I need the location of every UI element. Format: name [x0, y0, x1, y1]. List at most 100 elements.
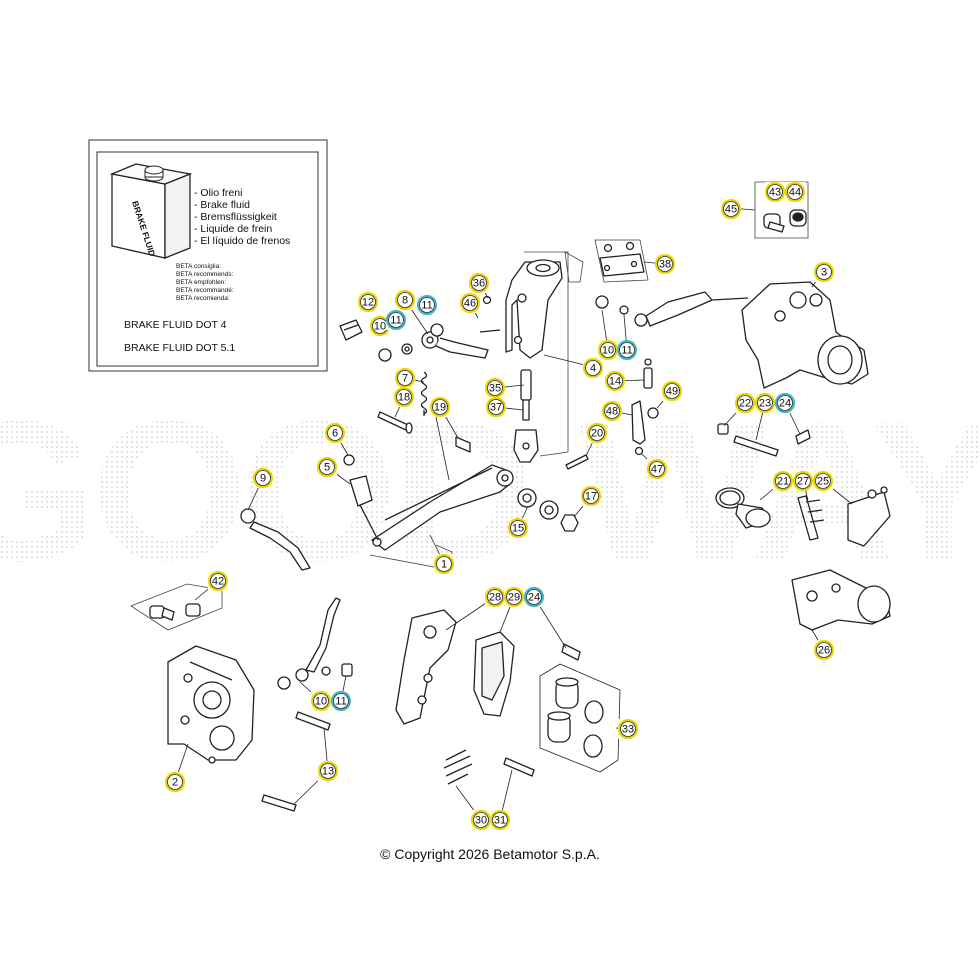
- callout-inner-ring: [487, 380, 503, 396]
- parts-artwork: [149, 209, 891, 812]
- callout-label: 3: [821, 267, 827, 279]
- pistons-part: [539, 663, 621, 773]
- callout-ring: [583, 358, 603, 378]
- callout-15: 15: [508, 518, 528, 538]
- callout-inner-ring: [620, 721, 636, 737]
- callout-ring: [417, 295, 437, 315]
- copyright-notice: © Copyright 2026 Betamotor S.p.A.: [380, 846, 600, 862]
- callout-inner-ring: [607, 373, 623, 389]
- callout-ring: [325, 423, 345, 443]
- callout-ring: [587, 423, 607, 443]
- callout-label: 23: [759, 398, 771, 410]
- callout-inner-ring: [795, 473, 811, 489]
- callout-inner-ring: [664, 383, 680, 399]
- callout-inner-ring: [787, 184, 803, 200]
- callout-label: 33: [622, 724, 634, 736]
- callout-38: 38: [655, 254, 675, 274]
- callout-ring: [486, 397, 506, 417]
- callout-10: 10: [370, 316, 390, 336]
- callout-19: 19: [430, 397, 450, 417]
- callout-inner-ring: [210, 573, 226, 589]
- caliper-pistons-part: [715, 487, 771, 529]
- fluid-name-de: - Bremsflüssigkeit: [194, 211, 277, 223]
- callout-inner-ring: [583, 488, 599, 504]
- callout-label: 11: [421, 300, 432, 312]
- callout-28: 28: [485, 587, 505, 607]
- callout-ring: [395, 290, 415, 310]
- callout-ring: [618, 719, 638, 739]
- callout-ring: [394, 387, 414, 407]
- rear-caliper-part: [167, 645, 255, 764]
- recommends-es: BETA recomienda:: [176, 295, 230, 302]
- callout-label: 31: [494, 815, 506, 827]
- callout-label: 19: [434, 402, 446, 414]
- callout-44: 44: [785, 182, 805, 202]
- callout-label: 46: [464, 298, 476, 310]
- callout-ring: [508, 518, 528, 538]
- callout-ring: [165, 772, 185, 792]
- front-caliper-part: [741, 281, 869, 389]
- recommends-fr: BETA recommandé:: [176, 287, 234, 294]
- callout-label: 20: [591, 428, 603, 440]
- callout-24: 24: [775, 393, 795, 413]
- callout-13: 13: [318, 761, 338, 781]
- callout-label: 44: [789, 187, 801, 199]
- callout-ring: [785, 182, 805, 202]
- callout-inner-ring: [333, 693, 349, 709]
- callout-label: 10: [374, 321, 386, 333]
- callout-label: 2: [172, 777, 178, 789]
- callout-inner-ring: [657, 256, 673, 272]
- brake-switch-part: [643, 358, 653, 389]
- callout-inner-ring: [397, 292, 413, 308]
- caliper-pins-part: [717, 423, 811, 457]
- callout-30: 30: [471, 810, 491, 830]
- callout-label: 45: [725, 204, 737, 216]
- front-fitting-part: [277, 597, 353, 690]
- callout-label: 42: [212, 576, 224, 588]
- callout-inner-ring: [488, 399, 504, 415]
- front-bracket-part: [791, 569, 891, 631]
- callout-label: 5: [324, 462, 330, 474]
- callout-inner-ring: [777, 395, 793, 411]
- callout-23: 23: [755, 393, 775, 413]
- callout-ring: [647, 459, 667, 479]
- callout-ring: [735, 393, 755, 413]
- callout-inner-ring: [737, 395, 753, 411]
- callout-ring: [430, 397, 450, 417]
- callout-inner-ring: [462, 295, 478, 311]
- callout-label: 8: [402, 295, 408, 307]
- callout-ring: [721, 199, 741, 219]
- callout-ring: [581, 486, 601, 506]
- brake-fluid-can-icon: BRAKE FLUID: [109, 163, 193, 259]
- callout-ring: [311, 691, 331, 711]
- callout-inner-ring: [604, 403, 620, 419]
- callout-inner-ring: [320, 763, 336, 779]
- callout-43: 43: [765, 182, 785, 202]
- callout-10: 10: [311, 691, 331, 711]
- spec-dot4: BRAKE FLUID DOT 4: [124, 319, 227, 331]
- callout-label: 6: [332, 428, 338, 440]
- callout-ring: [386, 310, 406, 330]
- callout-24: 24: [524, 587, 544, 607]
- callout-ring: [460, 293, 480, 313]
- callout-7: 7: [395, 368, 415, 388]
- callout-label: 28: [489, 592, 501, 604]
- callout-label: 7: [402, 373, 408, 385]
- callout-inner-ring: [767, 184, 783, 200]
- callout-26: 26: [814, 640, 834, 660]
- fluid-name-en: - Brake fluid: [194, 199, 250, 211]
- banjo-hose-part: [378, 323, 489, 362]
- callout-2: 2: [165, 772, 185, 792]
- callout-37: 37: [486, 397, 506, 417]
- bearings-part: [517, 488, 579, 532]
- fluid-name-fr: - Liquide de frein: [194, 223, 272, 235]
- callout-42: 42: [208, 571, 228, 591]
- callout-label: 11: [335, 696, 346, 708]
- callout-10: 10: [598, 340, 618, 360]
- callout-46: 46: [460, 293, 480, 313]
- callout-label: 24: [779, 398, 791, 410]
- fluid-name-it: - Olio freni: [194, 187, 242, 199]
- caliper-bracket-part: [395, 609, 457, 725]
- callout-inner-ring: [815, 473, 831, 489]
- callout-label: 21: [777, 476, 789, 488]
